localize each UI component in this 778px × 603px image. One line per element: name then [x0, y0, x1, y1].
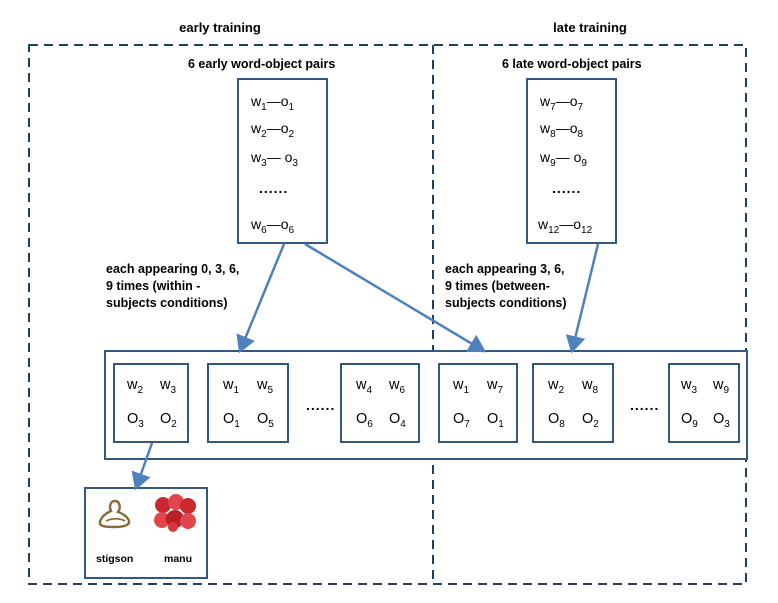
trial-object-1: O1 — [223, 411, 240, 430]
trial-word-2: w5 — [257, 377, 274, 396]
trial-word-2: w9 — [713, 377, 730, 396]
trial-word-1: w3 — [681, 377, 698, 396]
early-pair-6: w6—o6 — [251, 216, 295, 236]
manu-object-icon — [154, 494, 196, 532]
early-frequency-note: each appearing 0, 3, 6, 9 times (within … — [106, 261, 239, 312]
trial-word-2: w6 — [389, 377, 406, 396]
trial-object-2: O4 — [389, 411, 406, 430]
arrow-trial-to-example — [131, 442, 154, 491]
trial-object-1: O7 — [453, 411, 470, 430]
trial-object-1: O3 — [127, 411, 144, 430]
early-pairs-ellipsis: ...... — [259, 180, 289, 196]
stigson-object-icon — [98, 499, 131, 529]
trial-word-1: w2 — [548, 377, 565, 396]
trial-word-1: w1 — [453, 377, 470, 396]
arrow-early-to-late-trials — [304, 242, 487, 353]
trial-word-1: w4 — [356, 377, 373, 396]
trial-object-1: O8 — [548, 411, 565, 430]
early-note-line-3: subjects conditions) — [106, 296, 228, 310]
late-note-line-1: each appearing 3, 6, — [445, 262, 565, 276]
early-pair-2: w2—o2 — [251, 120, 295, 140]
example-word-manu: manu — [164, 553, 193, 565]
early-pair-1: w1—o1 — [251, 93, 295, 113]
late-pairs-box: w7—o7 w8—o8 w9— o9 ...... w12—o12 — [526, 78, 617, 244]
trial-word-1: w2 — [127, 377, 144, 396]
trial-word-2: w7 — [487, 377, 504, 396]
example-word-stigson: stigson — [96, 553, 134, 565]
late-training-header: late training — [553, 20, 627, 35]
late-pair-8: w8—o8 — [540, 120, 584, 140]
trial-box: w2 w3 O3 O2 — [113, 363, 189, 443]
trial-word-1: w1 — [223, 377, 240, 396]
trial-object-1: O6 — [356, 411, 373, 430]
trial-object-2: O2 — [582, 411, 599, 430]
trial-object-2: O1 — [487, 411, 504, 430]
late-pairs-ellipsis: ...... — [552, 180, 582, 196]
trial-object-2: O3 — [713, 411, 730, 430]
late-pairs-title: 6 late word-object pairs — [502, 57, 642, 71]
trial-box: w3 w9 O9 O3 — [668, 363, 740, 443]
trial-object-2: O5 — [257, 411, 274, 430]
trial-box: w4 w6 O6 O4 — [340, 363, 420, 443]
late-note-line-3: subjects conditions) — [445, 296, 567, 310]
trial-word-2: w3 — [160, 377, 177, 396]
late-note-line-2: 9 times (between- — [445, 279, 550, 293]
trial-object-1: O9 — [681, 411, 698, 430]
trial-word-2: w8 — [582, 377, 599, 396]
late-pair-7: w7—o7 — [540, 93, 584, 113]
early-training-header: early training — [179, 20, 261, 35]
trial-box: w2 w8 O8 O2 — [532, 363, 614, 443]
late-pair-9: w9— o9 — [540, 149, 587, 169]
arrow-early-to-trials — [236, 243, 286, 354]
trial-object-2: O2 — [160, 411, 177, 430]
outer-dashed-frame — [28, 44, 747, 585]
trials-ellipsis-late: ...... — [630, 397, 660, 413]
trial-box: w1 w5 O1 O5 — [207, 363, 289, 443]
early-pair-3: w3— o3 — [251, 149, 298, 169]
trials-ellipsis-early: ...... — [306, 397, 336, 413]
late-pair-12: w12—o12 — [538, 216, 593, 236]
early-pairs-title: 6 early word-object pairs — [188, 57, 336, 71]
early-note-line-2: 9 times (within - — [106, 279, 201, 293]
trial-box: w1 w7 O7 O1 — [438, 363, 518, 443]
early-note-line-1: each appearing 0, 3, 6, — [106, 262, 240, 276]
early-pairs-box: w1—o1 w2—o2 w3— o3 ...... w6—o6 — [237, 78, 328, 244]
arrow-late-to-trials — [565, 243, 600, 354]
late-frequency-note: each appearing 3, 6, 9 times (between- s… — [445, 261, 567, 312]
